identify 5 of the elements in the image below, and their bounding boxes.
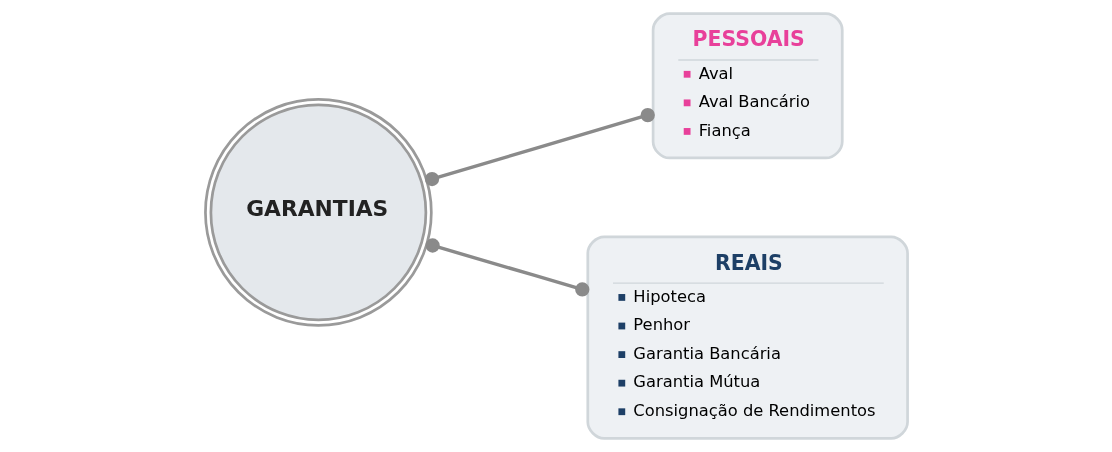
connector xyxy=(424,238,589,297)
connector xyxy=(424,107,655,187)
node-box: REAIS Hipoteca Penhor Garantia Bancária Garantia Mútua Consignação de Rendimentos xyxy=(585,235,909,440)
node-box: PESSOAIS Aval Aval Bancário Fiança xyxy=(651,12,844,160)
node-circle: GARANTIAS xyxy=(203,98,433,327)
